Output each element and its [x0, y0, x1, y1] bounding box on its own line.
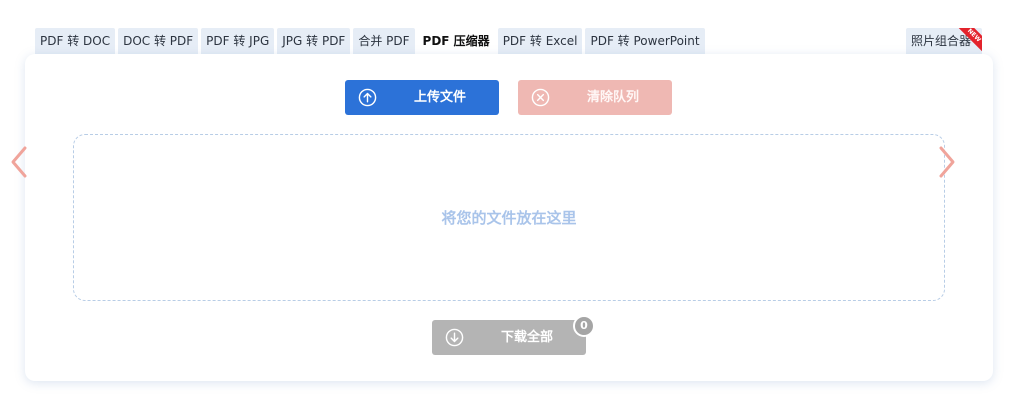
dropzone-text: 将您的文件放在这里: [441, 209, 577, 227]
x-circle-icon: [531, 88, 550, 107]
tab-pdf-to-jpg[interactable]: PDF 转 JPG: [201, 28, 275, 54]
clear-queue-label: 清除队列: [586, 90, 639, 105]
upload-files-button[interactable]: 上传文件: [345, 80, 499, 115]
tab-jpg-to-pdf[interactable]: JPG 转 PDF: [277, 28, 351, 54]
chevron-left-icon[interactable]: [9, 145, 29, 179]
tab-pdf-compressor[interactable]: PDF 压缩器: [417, 28, 495, 54]
file-dropzone[interactable]: 将您的文件放在这里: [73, 134, 945, 301]
converter-panel: 上传文件 清除队列 将您的文件放在这里 下载全部 0: [25, 54, 993, 381]
download-all-label: 下载全部: [500, 330, 553, 345]
tab-photo-collage-label: 照片组合器: [911, 34, 972, 48]
upload-files-label: 上传文件: [413, 90, 466, 105]
tab-pdf-to-powerpoint[interactable]: PDF 转 PowerPoint: [585, 28, 705, 54]
clear-queue-button[interactable]: 清除队列: [518, 80, 672, 115]
file-count-badge: 0: [573, 315, 595, 337]
download-all-button[interactable]: 下载全部: [432, 320, 586, 355]
tab-doc-to-pdf[interactable]: DOC 转 PDF: [118, 28, 199, 54]
tab-pdf-to-excel[interactable]: PDF 转 Excel: [497, 28, 583, 54]
tab-photo-collage[interactable]: 照片组合器 NEW: [906, 28, 982, 54]
chevron-right-icon[interactable]: [937, 145, 957, 179]
tool-tabs: PDF 转 DOC DOC 转 PDF PDF 转 JPG JPG 转 PDF …: [35, 28, 705, 54]
tab-pdf-to-doc[interactable]: PDF 转 DOC: [35, 28, 116, 54]
tab-merge-pdf[interactable]: 合并 PDF: [353, 28, 415, 54]
arrow-down-circle-icon: [445, 328, 464, 347]
arrow-up-circle-icon: [358, 88, 377, 107]
